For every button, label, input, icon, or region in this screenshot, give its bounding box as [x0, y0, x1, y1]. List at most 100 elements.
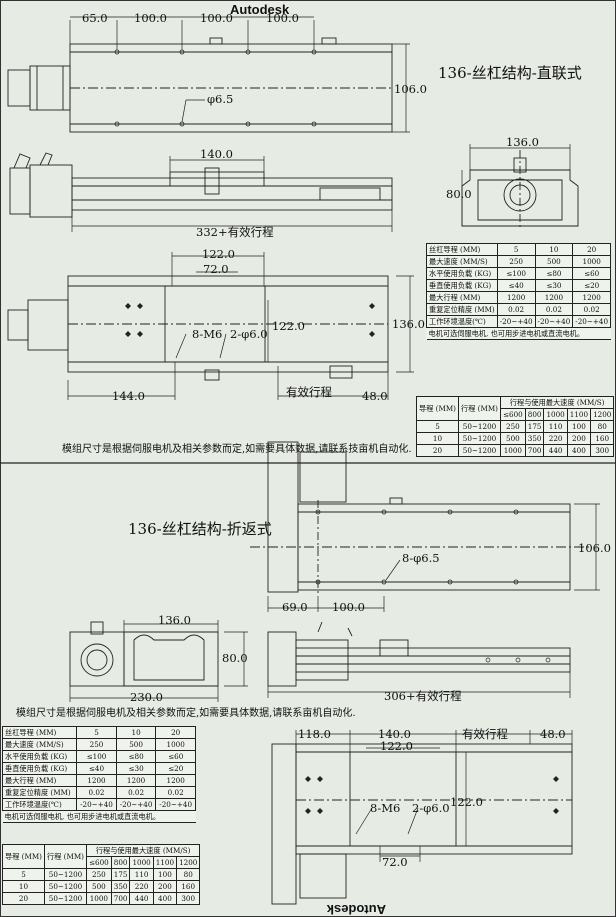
- spec-cell: 1200: [572, 291, 612, 304]
- s2-dim-69: 69.0: [282, 600, 308, 614]
- spec-cell: 1000: [572, 255, 612, 268]
- s2-dim-hole-6: 2-φ6.0: [412, 801, 450, 815]
- speed-cell: 300: [176, 892, 201, 905]
- speed-subheader: 1200: [590, 408, 615, 421]
- table-row: 工作环境温度(℃)-20~+40-20~+40-20~+40: [426, 315, 612, 328]
- s1-bottom-view: [7, 275, 389, 381]
- speed-header: 行程与使用最大速度 (MM/S): [499, 396, 615, 409]
- s1-dim-m6: 8-M6: [192, 327, 222, 341]
- spec-cell: 垂直使用负载 (KG): [426, 279, 498, 292]
- table-row: 垂直使用负载 (KG)≤40≤30≤20: [426, 279, 612, 292]
- spec-cell: 工作环境温度(℃): [1, 798, 78, 811]
- spec-cell: ≤80: [534, 267, 574, 280]
- table-row: 工作环境温度(℃)-20~+40-20~+40-20~+40: [1, 798, 196, 811]
- s1-dim-72: 72.0: [203, 262, 229, 276]
- s2-dim-140: 140.0: [378, 727, 411, 741]
- speed-cell: 160: [590, 432, 615, 445]
- speed-header: 行程与使用最大速度 (MM/S): [85, 844, 201, 857]
- spec-cell: ≤30: [115, 762, 157, 775]
- s2-dim-136: 136.0: [158, 613, 191, 627]
- speed-cell: 10: [416, 432, 459, 445]
- spec-cell: ≤20: [572, 279, 612, 292]
- spec-cell: 1200: [496, 291, 536, 304]
- spec-cell: 10: [534, 243, 574, 256]
- speed-cell: 200: [566, 432, 592, 445]
- spec-cell: ≤100: [76, 750, 117, 763]
- speed-cell: 350: [524, 432, 545, 445]
- section2-note: 模组尺寸是根据伺服电机及相关参数而定,如需要具体数据,请联系亩机自动化.: [16, 706, 356, 719]
- speed-cell: 5: [416, 420, 459, 433]
- spec-cell: 1200: [115, 774, 157, 787]
- speed-cell: 220: [543, 432, 568, 445]
- table-header-row: 导程 (MM)行程 (MM)行程与使用最大速度 (MM/S): [2, 844, 201, 869]
- spec-cell: ≤80: [115, 750, 157, 763]
- speed-cell: 50~1200: [458, 444, 501, 457]
- spec-cell: -20~+40: [115, 798, 157, 811]
- spec-cell: 0.02: [496, 303, 536, 316]
- spec-cell: 5: [76, 726, 117, 739]
- spec-cell: 重复定位精度 (MM): [1, 786, 78, 799]
- spec-cell: 20: [572, 243, 612, 256]
- spec-cell: 1000: [155, 738, 196, 751]
- spec-cell: ≤40: [76, 762, 117, 775]
- table-row: 水平使用负载 (KG)≤100≤80≤60: [1, 750, 196, 763]
- s2-top-view: [250, 441, 590, 596]
- speed-subheader: 1100: [566, 408, 592, 421]
- spec-cell: 5: [496, 243, 536, 256]
- speed-subheader: ≤600: [86, 856, 112, 869]
- speed-subheader: 1000: [543, 408, 568, 421]
- speed-subheader: 800: [110, 856, 131, 869]
- speed-cell: 80: [176, 868, 201, 881]
- table-row: 电机可选伺服电机, 也可用步进电机或直流电机。: [2, 810, 196, 823]
- speed-cell: 350: [110, 880, 131, 893]
- s2-dim-118: 118.0: [298, 727, 331, 741]
- speed-cell: 220: [129, 880, 154, 893]
- spec-cell: 垂直使用负载 (KG): [1, 762, 78, 775]
- spec-cell: ≤100: [496, 267, 536, 280]
- s1-dim-144: 144.0: [112, 389, 145, 403]
- spec-cell: 0.02: [115, 786, 157, 799]
- spec-cell: 0.02: [76, 786, 117, 799]
- s1-dim-140: 140.0: [200, 147, 233, 161]
- s1-dim-65: 65.0: [82, 11, 108, 25]
- speed-subheader: ≤600: [500, 408, 526, 421]
- spec-cell: 最大行程 (MM): [1, 774, 78, 787]
- s2-end-view: [69, 621, 219, 687]
- speed-cell: 50~1200: [458, 420, 501, 433]
- s2-bottom-view: [271, 743, 573, 905]
- s2-dim-230: 230.0: [130, 690, 163, 704]
- s1-dim-136: 136.0: [506, 135, 539, 149]
- speed-cell: 10: [2, 880, 45, 893]
- spec-cell: 250: [76, 738, 117, 751]
- speed-cell: 50~1200: [44, 880, 87, 893]
- s1-dim-hole-6: 2-φ6.0: [230, 327, 268, 341]
- spec-cell: 20: [155, 726, 196, 739]
- spec-footer: 电机可选伺服电机, 也可用步进电机或直流电机。: [2, 810, 196, 823]
- s1-dim-48: 48.0: [362, 389, 388, 403]
- spec-cell: 水平使用负载 (KG): [426, 267, 498, 280]
- speed-cell: 500: [86, 880, 112, 893]
- section1-title: 136-丝杠结构-直联式: [438, 64, 582, 82]
- speed-cell: 250: [86, 868, 112, 881]
- spec-cell: 丝杠导程 (MM): [426, 243, 498, 256]
- s1-dim-136-side: 136.0: [392, 317, 425, 331]
- spec-cell: ≤60: [155, 750, 196, 763]
- s1-dim-332: 332+有效行程: [196, 225, 274, 239]
- s2-dim-80: 80.0: [222, 651, 248, 665]
- speed-cell: 175: [524, 420, 545, 433]
- s2-dim-100: 100.0: [332, 600, 365, 614]
- speed-cell: 100: [566, 420, 592, 433]
- speed-cell: 50~1200: [458, 432, 501, 445]
- spec-cell: 最大速度 (MM/S): [426, 255, 498, 268]
- spec-cell: -20~+40: [76, 798, 117, 811]
